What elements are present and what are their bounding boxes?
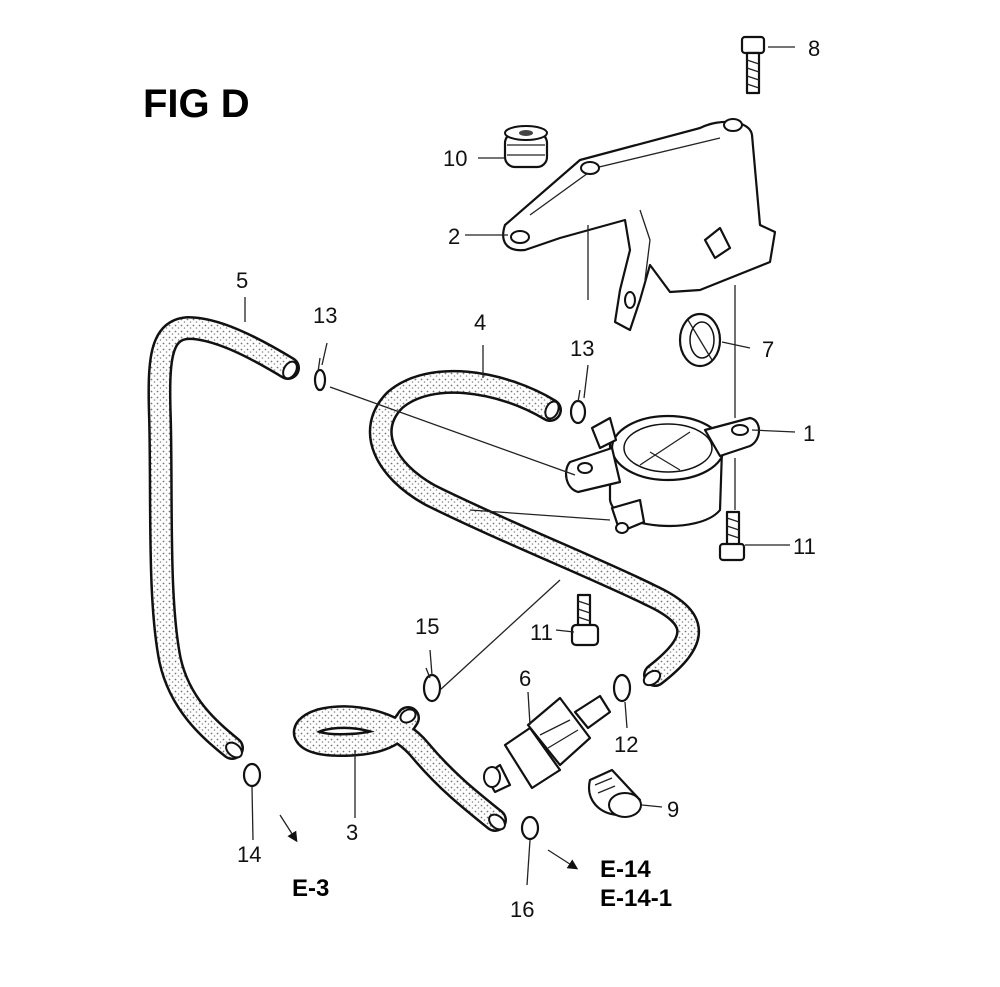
bracket-part-2	[502, 118, 777, 332]
callout-3: 3	[346, 820, 358, 845]
callout-12: 12	[614, 732, 638, 757]
callout-16: 16	[510, 897, 534, 922]
hose-part-5	[147, 316, 300, 760]
callout-7: 7	[762, 337, 774, 362]
grommet-part-10	[503, 125, 549, 169]
figure-title: FIG D	[143, 82, 250, 126]
callout-4: 4	[474, 310, 486, 335]
leader-lines	[244, 46, 796, 886]
fuel-pump-part-1	[564, 414, 761, 534]
clip-part-13-right	[569, 389, 587, 425]
fuel-filter-part-6	[483, 694, 612, 794]
callout-15: 15	[415, 614, 439, 639]
callout-14: 14	[237, 842, 261, 867]
callout-11-right: 11	[793, 534, 816, 559]
clip-part-13-left	[313, 357, 327, 392]
callout-10: 10	[443, 146, 467, 171]
bolt-part-11-right	[718, 510, 746, 562]
callout-9: 9	[667, 797, 679, 822]
callout-5: 5	[236, 268, 248, 293]
callout-13-right: 13	[570, 336, 594, 361]
ref-e14: E-14	[600, 856, 651, 883]
callout-8: 8	[808, 36, 820, 61]
clip-part-16	[520, 815, 540, 841]
callout-11-middle: 11	[530, 620, 553, 645]
hose-part-3	[293, 705, 507, 832]
hose-part-4	[368, 369, 701, 687]
callout-6: 6	[519, 666, 531, 691]
ref-e3: E-3	[292, 875, 329, 902]
ref-e14-1: E-14-1	[600, 885, 672, 912]
bolt-part-11-middle	[570, 593, 600, 647]
clip-part-14	[242, 762, 262, 788]
grommet-part-7	[678, 312, 722, 368]
clip-part-12	[612, 673, 632, 703]
fitting-part-9	[587, 768, 642, 818]
bolt-part-8	[740, 35, 766, 95]
callout-2: 2	[448, 224, 460, 249]
callout-13-left: 13	[313, 303, 337, 328]
callout-1: 1	[803, 421, 815, 446]
